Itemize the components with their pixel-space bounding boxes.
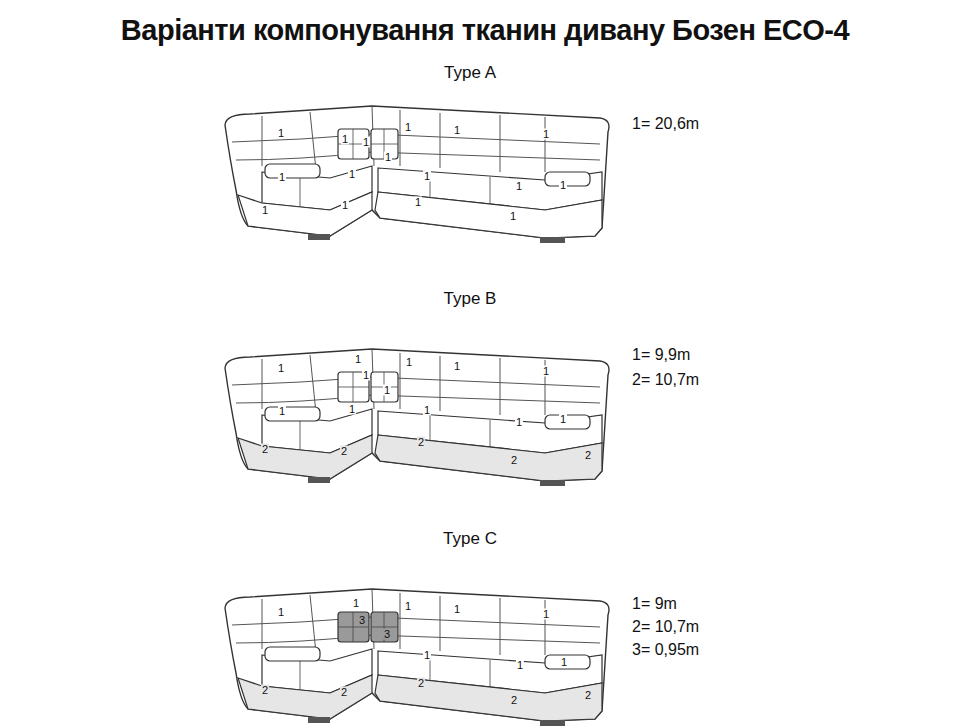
type-heading: Type A: [444, 64, 496, 81]
fabric-number: 2: [584, 450, 592, 461]
fabric-number: 1: [341, 134, 349, 145]
fabric-number: 2: [417, 678, 425, 689]
fabric-number: 2: [261, 685, 269, 696]
fabric-number: 1: [404, 122, 412, 133]
fabric-number: 1: [414, 197, 422, 208]
fabric-number: 1: [453, 361, 461, 372]
fabric-number: 2: [340, 687, 348, 698]
fabric-number: 1: [348, 404, 356, 415]
fabric-number: 1: [423, 405, 431, 416]
fabric-number: 1: [352, 598, 360, 609]
fabric-number: 1: [384, 152, 392, 163]
fabric-number: 3: [358, 615, 366, 626]
fabric-amount: 3= 0,95m: [632, 642, 699, 658]
fabric-number: 1: [559, 180, 567, 191]
page-title: Варіанти компонування тканин дивану Бозе…: [0, 16, 970, 45]
fabric-number: 1: [404, 601, 412, 612]
fabric-number: 1: [559, 414, 567, 425]
fabric-amount: 1= 9,9m: [632, 347, 690, 363]
fabric-number: 1: [278, 172, 286, 183]
fabric-number: 1: [516, 660, 524, 671]
fabric-number: 1: [277, 128, 285, 139]
fabric-number: 1: [354, 354, 362, 365]
fabric-number: 1: [515, 417, 523, 428]
fabric-amount: 2= 10,7m: [632, 619, 699, 635]
fabric-number: 1: [542, 609, 550, 620]
fabric-number: 1: [277, 607, 285, 618]
fabric-amount: 2= 10,7m: [632, 372, 699, 388]
fabric-number: 2: [340, 446, 348, 457]
type-heading: Type C: [443, 530, 497, 547]
fabric-number: 1: [348, 169, 356, 180]
fabric-number: 2: [584, 690, 592, 701]
fabric-number: 1: [405, 357, 413, 368]
fabric-amount: 1= 20,6m: [632, 116, 699, 132]
fabric-number: 2: [261, 444, 269, 455]
fabric-number: 1: [560, 657, 568, 668]
fabric-number: 1: [277, 363, 285, 374]
fabric-number: 1: [509, 211, 517, 222]
type-heading: Type B: [444, 290, 497, 307]
fabric-number: 2: [510, 695, 518, 706]
sofa-type-c: [225, 589, 609, 726]
fabric-number: 1: [383, 385, 391, 396]
fabric-number: 1: [362, 137, 370, 148]
fabric-number: 1: [278, 406, 286, 417]
fabric-number: 1: [261, 205, 269, 216]
fabric-number: 1: [423, 171, 431, 182]
fabric-number: 1: [341, 200, 349, 211]
fabric-number: 1: [362, 370, 370, 381]
fabric-number: 1: [423, 650, 431, 661]
fabric-number: 1: [542, 129, 550, 140]
fabric-number: 1: [453, 125, 461, 136]
fabric-number: 2: [417, 437, 425, 448]
fabric-number: 3: [383, 629, 391, 640]
sofa-type-a: [225, 106, 609, 243]
fabric-number: 1: [542, 366, 550, 377]
fabric-number: 2: [510, 455, 518, 466]
fabric-number: 1: [515, 181, 523, 192]
sofa-type-b: [225, 349, 609, 486]
fabric-number: 1: [453, 604, 461, 615]
fabric-amount: 1= 9m: [632, 596, 677, 612]
